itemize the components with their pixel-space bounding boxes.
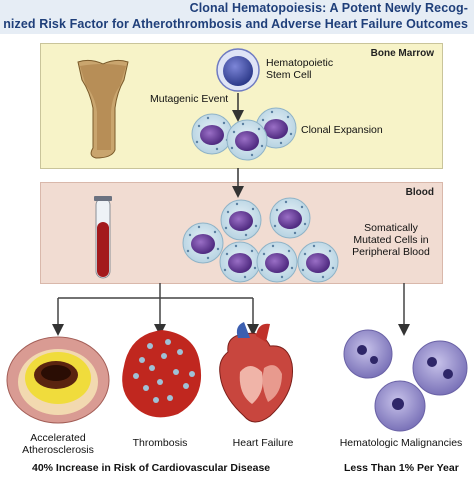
stem-cell-label-line-1: Hematopoietic — [266, 57, 334, 69]
heart-illustration — [219, 322, 294, 423]
malignancy-risk-summary: Less Than 1% Per Year — [344, 462, 459, 474]
stem-cell — [216, 48, 260, 92]
mutated-cells-label-line-2: Mutated Cells in — [353, 234, 429, 246]
cardiovascular-risk-summary: 40% Increase in Risk of Cardiovascular D… — [32, 462, 271, 474]
atherosclerosis-label-line-2: Atherosclerosis — [22, 444, 94, 456]
malignancies-label: Hematologic Malignancies — [339, 437, 463, 449]
atherosclerosis-label-line-1: Accelerated — [30, 432, 86, 444]
blood-tube — [94, 196, 112, 279]
mutated-cells-label-line-1: Somatically — [364, 222, 418, 234]
thrombosis-illustration — [122, 330, 202, 418]
clonal-expansion-cells — [191, 107, 297, 161]
mutated-cells-label-line-3: Peripheral Blood — [352, 246, 430, 258]
blood-label: Blood — [405, 187, 434, 198]
title-bar: Clonal Hematopoiesis: A Potent Newly Rec… — [0, 0, 474, 34]
title-line-2: nized Risk Factor for Atherothrombosis a… — [3, 17, 468, 31]
malignancy-cells — [343, 329, 468, 432]
bone-illustration — [77, 59, 129, 159]
outcome-connectors — [52, 283, 410, 336]
mutagenic-event-label: Mutagenic Event — [150, 93, 229, 105]
title-line-1: Clonal Hematopoiesis: A Potent Newly Rec… — [189, 1, 468, 15]
stem-cell-label-line-2: Stem Cell — [266, 69, 312, 81]
peripheral-blood-cells — [182, 197, 339, 283]
thrombosis-label: Thrombosis — [132, 437, 188, 449]
heart-failure-label: Heart Failure — [232, 437, 294, 449]
atherosclerosis-illustration — [6, 336, 110, 424]
bone-marrow-label: Bone Marrow — [370, 48, 434, 59]
clonal-expansion-label: Clonal Expansion — [301, 124, 383, 136]
